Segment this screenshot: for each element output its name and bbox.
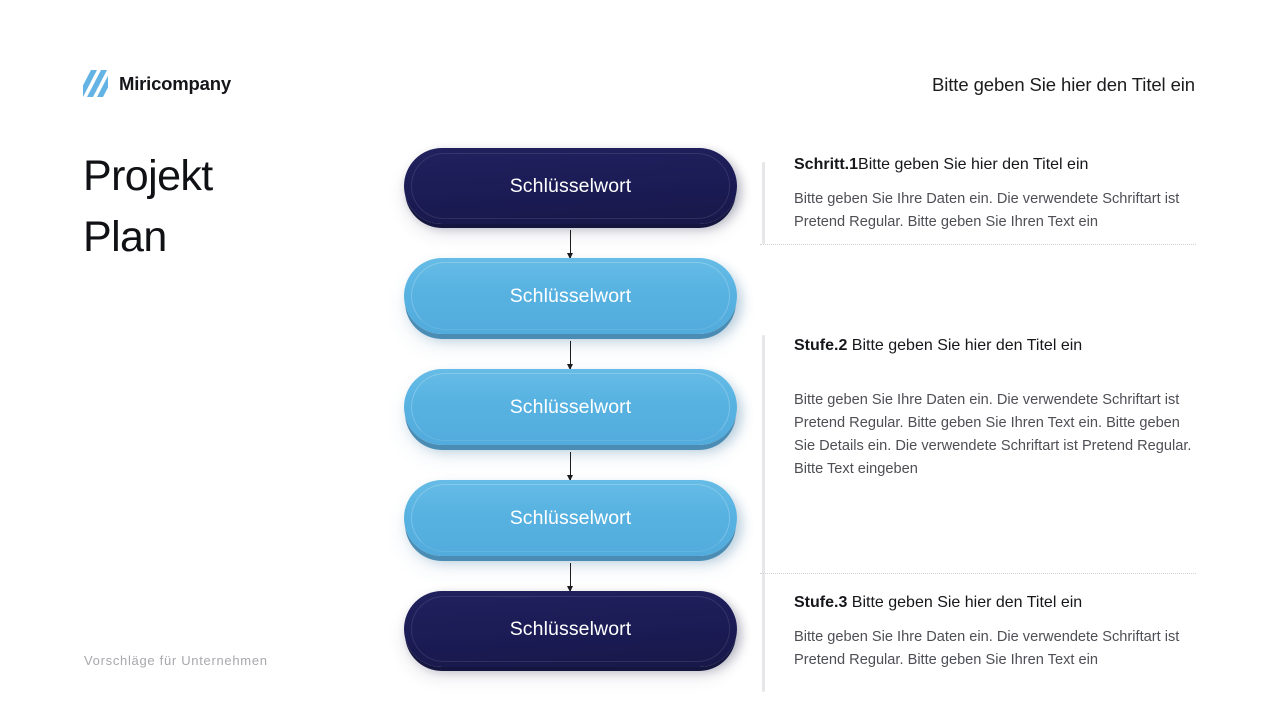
detail-item-2[interactable]: Stufe.2 Bitte geben Sie hier den Titel e… <box>760 335 1196 625</box>
detail-item-1-step: Schritt.1 <box>794 156 859 173</box>
detail-accent-rule <box>762 335 765 625</box>
flow-node-4[interactable]: Schlüsselwort <box>404 480 737 556</box>
flow-connector-4 <box>567 563 573 592</box>
page-title: Projekt Plan <box>83 146 213 268</box>
flow-node-1-label: Schlüsselwort <box>509 174 632 197</box>
detail-item-2-step: Stufe.2 <box>794 337 848 354</box>
flow-connector-1 <box>567 230 573 259</box>
detail-item-3-title-text: Bitte geben Sie hier den Titel ein <box>847 594 1083 611</box>
detail-list: Schritt.1Bitte geben Sie hier den Titel … <box>760 140 1196 692</box>
page-title-line-1: Projekt <box>83 152 213 200</box>
brand-logo: Miricompany <box>83 70 231 97</box>
detail-separator-1 <box>760 244 1196 245</box>
detail-item-1-title: Schritt.1Bitte geben Sie hier den Titel … <box>794 154 1196 176</box>
detail-item-1-title-text: Bitte geben Sie hier den Titel ein <box>858 156 1089 173</box>
flow-connector-2 <box>567 341 573 370</box>
detail-item-2-title: Stufe.2 Bitte geben Sie hier den Titel e… <box>794 335 1196 357</box>
brand-name: Miricompany <box>119 72 231 94</box>
flow-diagram: Schlüsselwort Schlüsselwort Schlüsselwor… <box>404 148 744 668</box>
flow-connector-3 <box>567 452 573 481</box>
detail-item-1[interactable]: Schritt.1Bitte geben Sie hier den Titel … <box>760 154 1196 244</box>
detail-separator-2 <box>760 573 1196 574</box>
diagonal-stripes-logo-icon <box>83 70 108 97</box>
detail-accent-rule <box>762 600 765 692</box>
flow-node-5-label: Schlüsselwort <box>509 617 632 640</box>
page-title-line-2: Plan <box>83 213 167 262</box>
flow-node-2-label: Schlüsselwort <box>509 284 632 307</box>
detail-item-3-body: Bitte geben Sie Ihre Daten ein. Die verw… <box>794 628 1180 668</box>
flow-node-3-label: Schlüsselwort <box>509 395 632 418</box>
flow-node-2[interactable]: Schlüsselwort <box>404 258 737 334</box>
detail-item-2-body: Bitte geben Sie Ihre Daten ein. Die verw… <box>794 391 1192 478</box>
detail-item-3[interactable]: Stufe.3 Bitte geben Sie hier den Titel e… <box>760 592 1196 692</box>
flow-node-1[interactable]: Schlüsselwort <box>404 148 737 224</box>
flow-node-4-label: Schlüsselwort <box>509 506 632 529</box>
flow-node-5[interactable]: Schlüsselwort <box>404 591 737 667</box>
detail-accent-rule <box>762 162 765 244</box>
detail-item-2-title-text: Bitte geben Sie hier den Titel ein <box>847 337 1083 354</box>
detail-item-3-step: Stufe.3 <box>794 594 848 611</box>
footer-note: Vorschläge für Unternehmen <box>84 653 268 668</box>
detail-item-1-body: Bitte geben Sie Ihre Daten ein. Die verw… <box>794 190 1180 230</box>
detail-item-3-title: Stufe.3 Bitte geben Sie hier den Titel e… <box>794 592 1196 614</box>
deck-title: Bitte geben Sie hier den Titel ein <box>932 74 1195 95</box>
flow-node-3[interactable]: Schlüsselwort <box>404 369 737 445</box>
